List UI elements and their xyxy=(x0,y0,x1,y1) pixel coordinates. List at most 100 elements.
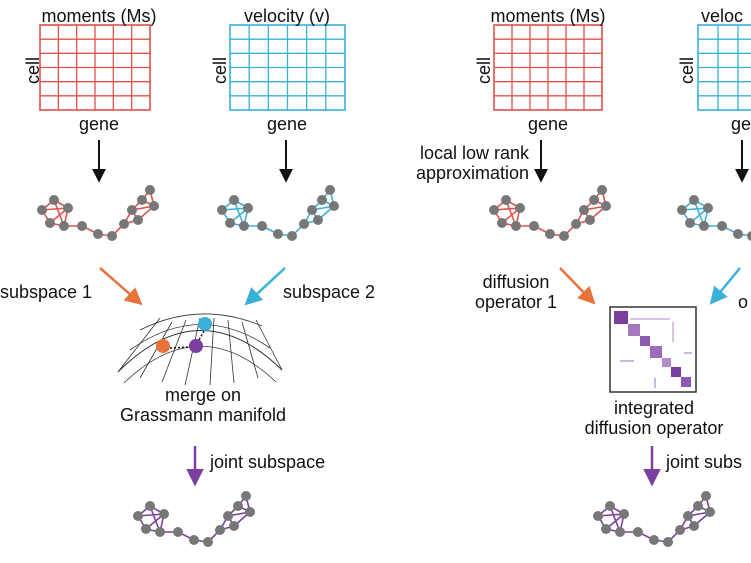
graph-node xyxy=(63,203,73,213)
left-cell-label-2: cell xyxy=(210,56,231,85)
right-velocity-title: veloc xyxy=(701,6,744,26)
graph-node xyxy=(273,229,283,239)
graph-node xyxy=(717,221,727,231)
subspace2-label: subspace 2 xyxy=(283,282,376,302)
graph-node xyxy=(329,201,339,211)
graph-node xyxy=(233,501,243,511)
graph-node xyxy=(733,229,743,239)
diffusion2-partial-label: o xyxy=(738,292,749,312)
graph-node xyxy=(145,501,155,511)
left-velocity-title: velocity (v) xyxy=(243,6,331,26)
graph-node xyxy=(683,511,693,521)
graph-node xyxy=(159,509,169,519)
right-gene-label-1: gene xyxy=(527,114,569,134)
graph-node xyxy=(229,521,239,531)
graph-node xyxy=(189,535,199,545)
graph-node xyxy=(245,507,255,517)
graph-node xyxy=(225,218,235,228)
graph-node xyxy=(615,527,625,537)
graph-node xyxy=(693,501,703,511)
graph-node xyxy=(239,221,249,231)
graph-node xyxy=(287,231,297,241)
left-gene-label-2: gene xyxy=(266,114,308,134)
graph-node xyxy=(217,205,227,215)
right-moments-grid xyxy=(493,24,603,111)
graph-node xyxy=(243,203,253,213)
graph-node xyxy=(689,521,699,531)
graph-node xyxy=(501,195,511,205)
grassmann-manifold xyxy=(117,313,283,386)
graph-node xyxy=(299,219,309,229)
graph-node xyxy=(257,221,267,231)
diffusion-operator-matrix xyxy=(609,306,697,393)
right-velocity-grid xyxy=(697,24,751,111)
graph-node xyxy=(155,527,165,537)
graph-node xyxy=(241,491,251,501)
graph-node xyxy=(511,221,521,231)
graph-node xyxy=(307,205,317,215)
diffusion2-arrow xyxy=(709,267,741,305)
local-approx-label: local low rank approximation xyxy=(415,143,529,183)
left-graph-joint xyxy=(133,491,255,547)
subspace1-arrow xyxy=(99,267,143,306)
graph-node xyxy=(515,203,525,213)
graph-node xyxy=(77,221,87,231)
diffusion1-label: diffusion operator 1 xyxy=(474,272,558,312)
graph-node xyxy=(325,185,335,195)
graph-node xyxy=(601,524,611,534)
left-velocity-grid xyxy=(229,24,346,111)
graph-node xyxy=(145,185,155,195)
right-graph-joint xyxy=(593,491,715,547)
graph-node xyxy=(529,221,539,231)
graph-node xyxy=(601,201,611,211)
graph-node xyxy=(137,195,147,205)
graph-node xyxy=(93,229,103,239)
graph-node xyxy=(703,203,713,213)
left-moments-title: moments (Ms) xyxy=(41,6,157,26)
graph-node xyxy=(37,205,47,215)
graph-node xyxy=(119,219,129,229)
graph-node xyxy=(579,205,589,215)
graph-node xyxy=(633,527,643,537)
graph-node xyxy=(173,527,183,537)
left-cell-label-1: cell xyxy=(23,56,44,85)
graph-node xyxy=(45,218,55,228)
graph-node xyxy=(559,231,569,241)
graph-node xyxy=(649,535,659,545)
graph-node xyxy=(133,511,143,521)
graph-node xyxy=(49,195,59,205)
graph-node xyxy=(489,205,499,215)
graph-node xyxy=(701,491,711,501)
graph-node xyxy=(229,195,239,205)
graph-node xyxy=(689,195,699,205)
subspace1-point xyxy=(156,339,170,353)
left-moments-grid xyxy=(39,24,151,111)
graph-node xyxy=(313,215,323,225)
joint-point xyxy=(189,339,203,353)
diffusion1-arrow xyxy=(559,267,596,305)
graph-node xyxy=(203,537,213,547)
left-graph-blue xyxy=(217,185,339,241)
subspace2-point xyxy=(198,317,212,331)
graph-node xyxy=(605,501,615,511)
graph-node xyxy=(107,231,117,241)
graph-node xyxy=(149,201,159,211)
graph-node xyxy=(705,507,715,517)
graph-node xyxy=(675,525,685,535)
graph-node xyxy=(677,205,687,215)
subspace1-label: subspace 1 xyxy=(0,282,93,302)
graph-node xyxy=(571,219,581,229)
graph-node xyxy=(141,524,151,534)
graph-node xyxy=(497,218,507,228)
integrated-label: integrated diffusion operator xyxy=(584,398,724,438)
subspace2-arrow xyxy=(244,267,286,306)
graph-node xyxy=(223,511,233,521)
graph-node xyxy=(589,195,599,205)
left-joint-label: joint subspace xyxy=(210,452,326,472)
left-gene-label-1: gene xyxy=(78,114,120,134)
right-graph-orange xyxy=(489,185,611,241)
graph-node xyxy=(593,511,603,521)
graph-node xyxy=(597,185,607,195)
graph-node xyxy=(663,537,673,547)
